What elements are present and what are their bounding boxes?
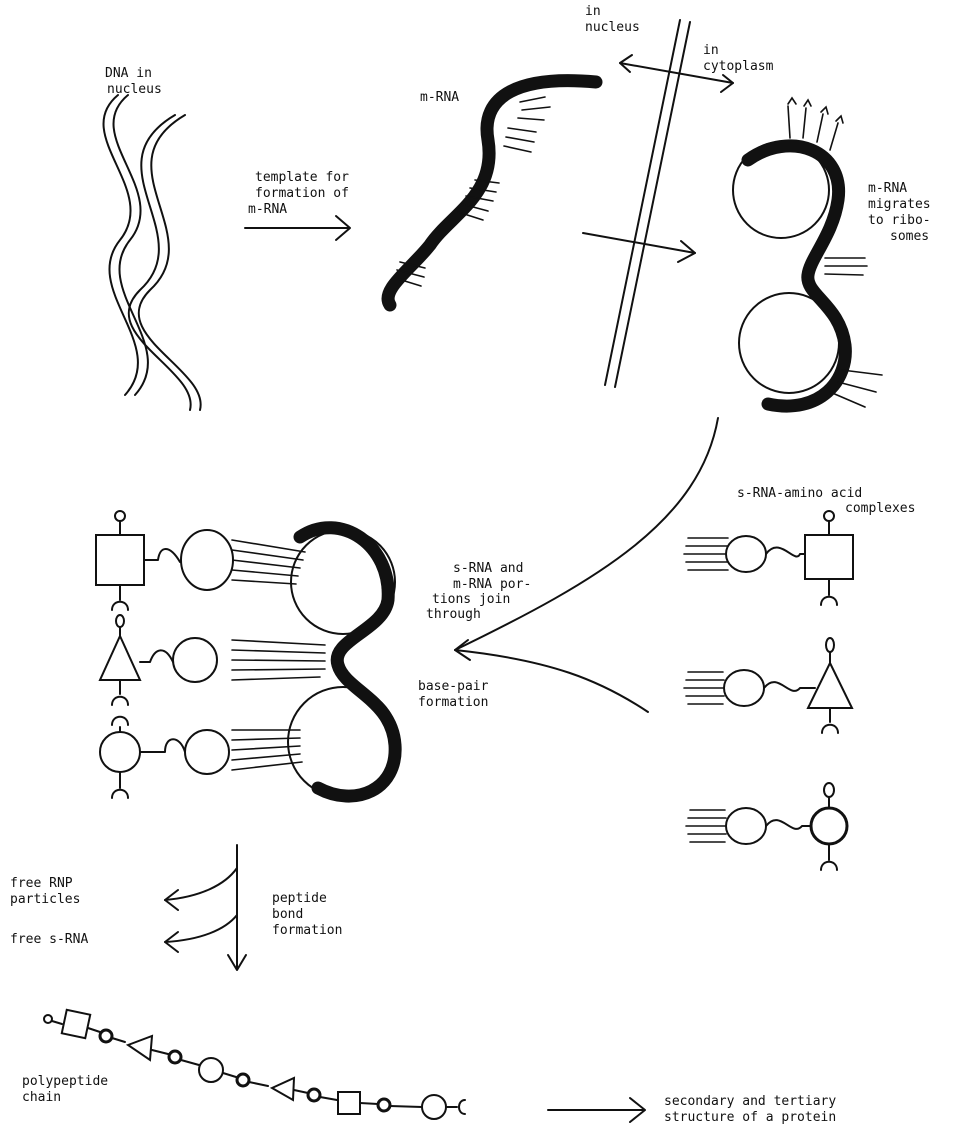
peptide-label: peptide bond formation — [272, 891, 342, 938]
complex-circle — [686, 783, 847, 870]
mrna-label: m-RNA — [420, 90, 459, 105]
free-rnp-label: free RNP particles — [10, 876, 80, 907]
polypeptide-label: polypeptide chain — [22, 1074, 116, 1105]
join-label: s-RNA and m-RNA por- tions join through — [426, 561, 539, 622]
complex-square — [684, 511, 853, 605]
ribosome-pair-assembled — [96, 511, 398, 798]
nuclear-membrane — [605, 20, 690, 387]
in-nucleus-label: in nucleus — [585, 4, 640, 35]
in-cytoplasm-label: in cytoplasm — [703, 43, 774, 74]
polypeptide-chain — [44, 1010, 465, 1119]
base-pair-label: base-pair formation — [418, 679, 496, 710]
mrna-strand — [388, 81, 596, 305]
free-srna-label: free s-RNA — [10, 932, 88, 947]
complex-triangle — [684, 638, 852, 733]
migrates-label: m-RNA migrates to ribo- somes — [868, 181, 938, 244]
final-arrow — [548, 1098, 645, 1122]
template-arrow — [245, 216, 350, 240]
ribosome-pair-top — [733, 98, 882, 407]
template-label: template for formation of m-RNA — [248, 170, 357, 217]
structure-label: secondary and tertiary structure of a pr… — [664, 1094, 844, 1125]
dna-label: DNA in nucleus — [105, 66, 162, 97]
dna-double-helix — [104, 95, 201, 410]
migration-arrow — [583, 233, 695, 262]
peptide-arrows — [165, 845, 246, 970]
